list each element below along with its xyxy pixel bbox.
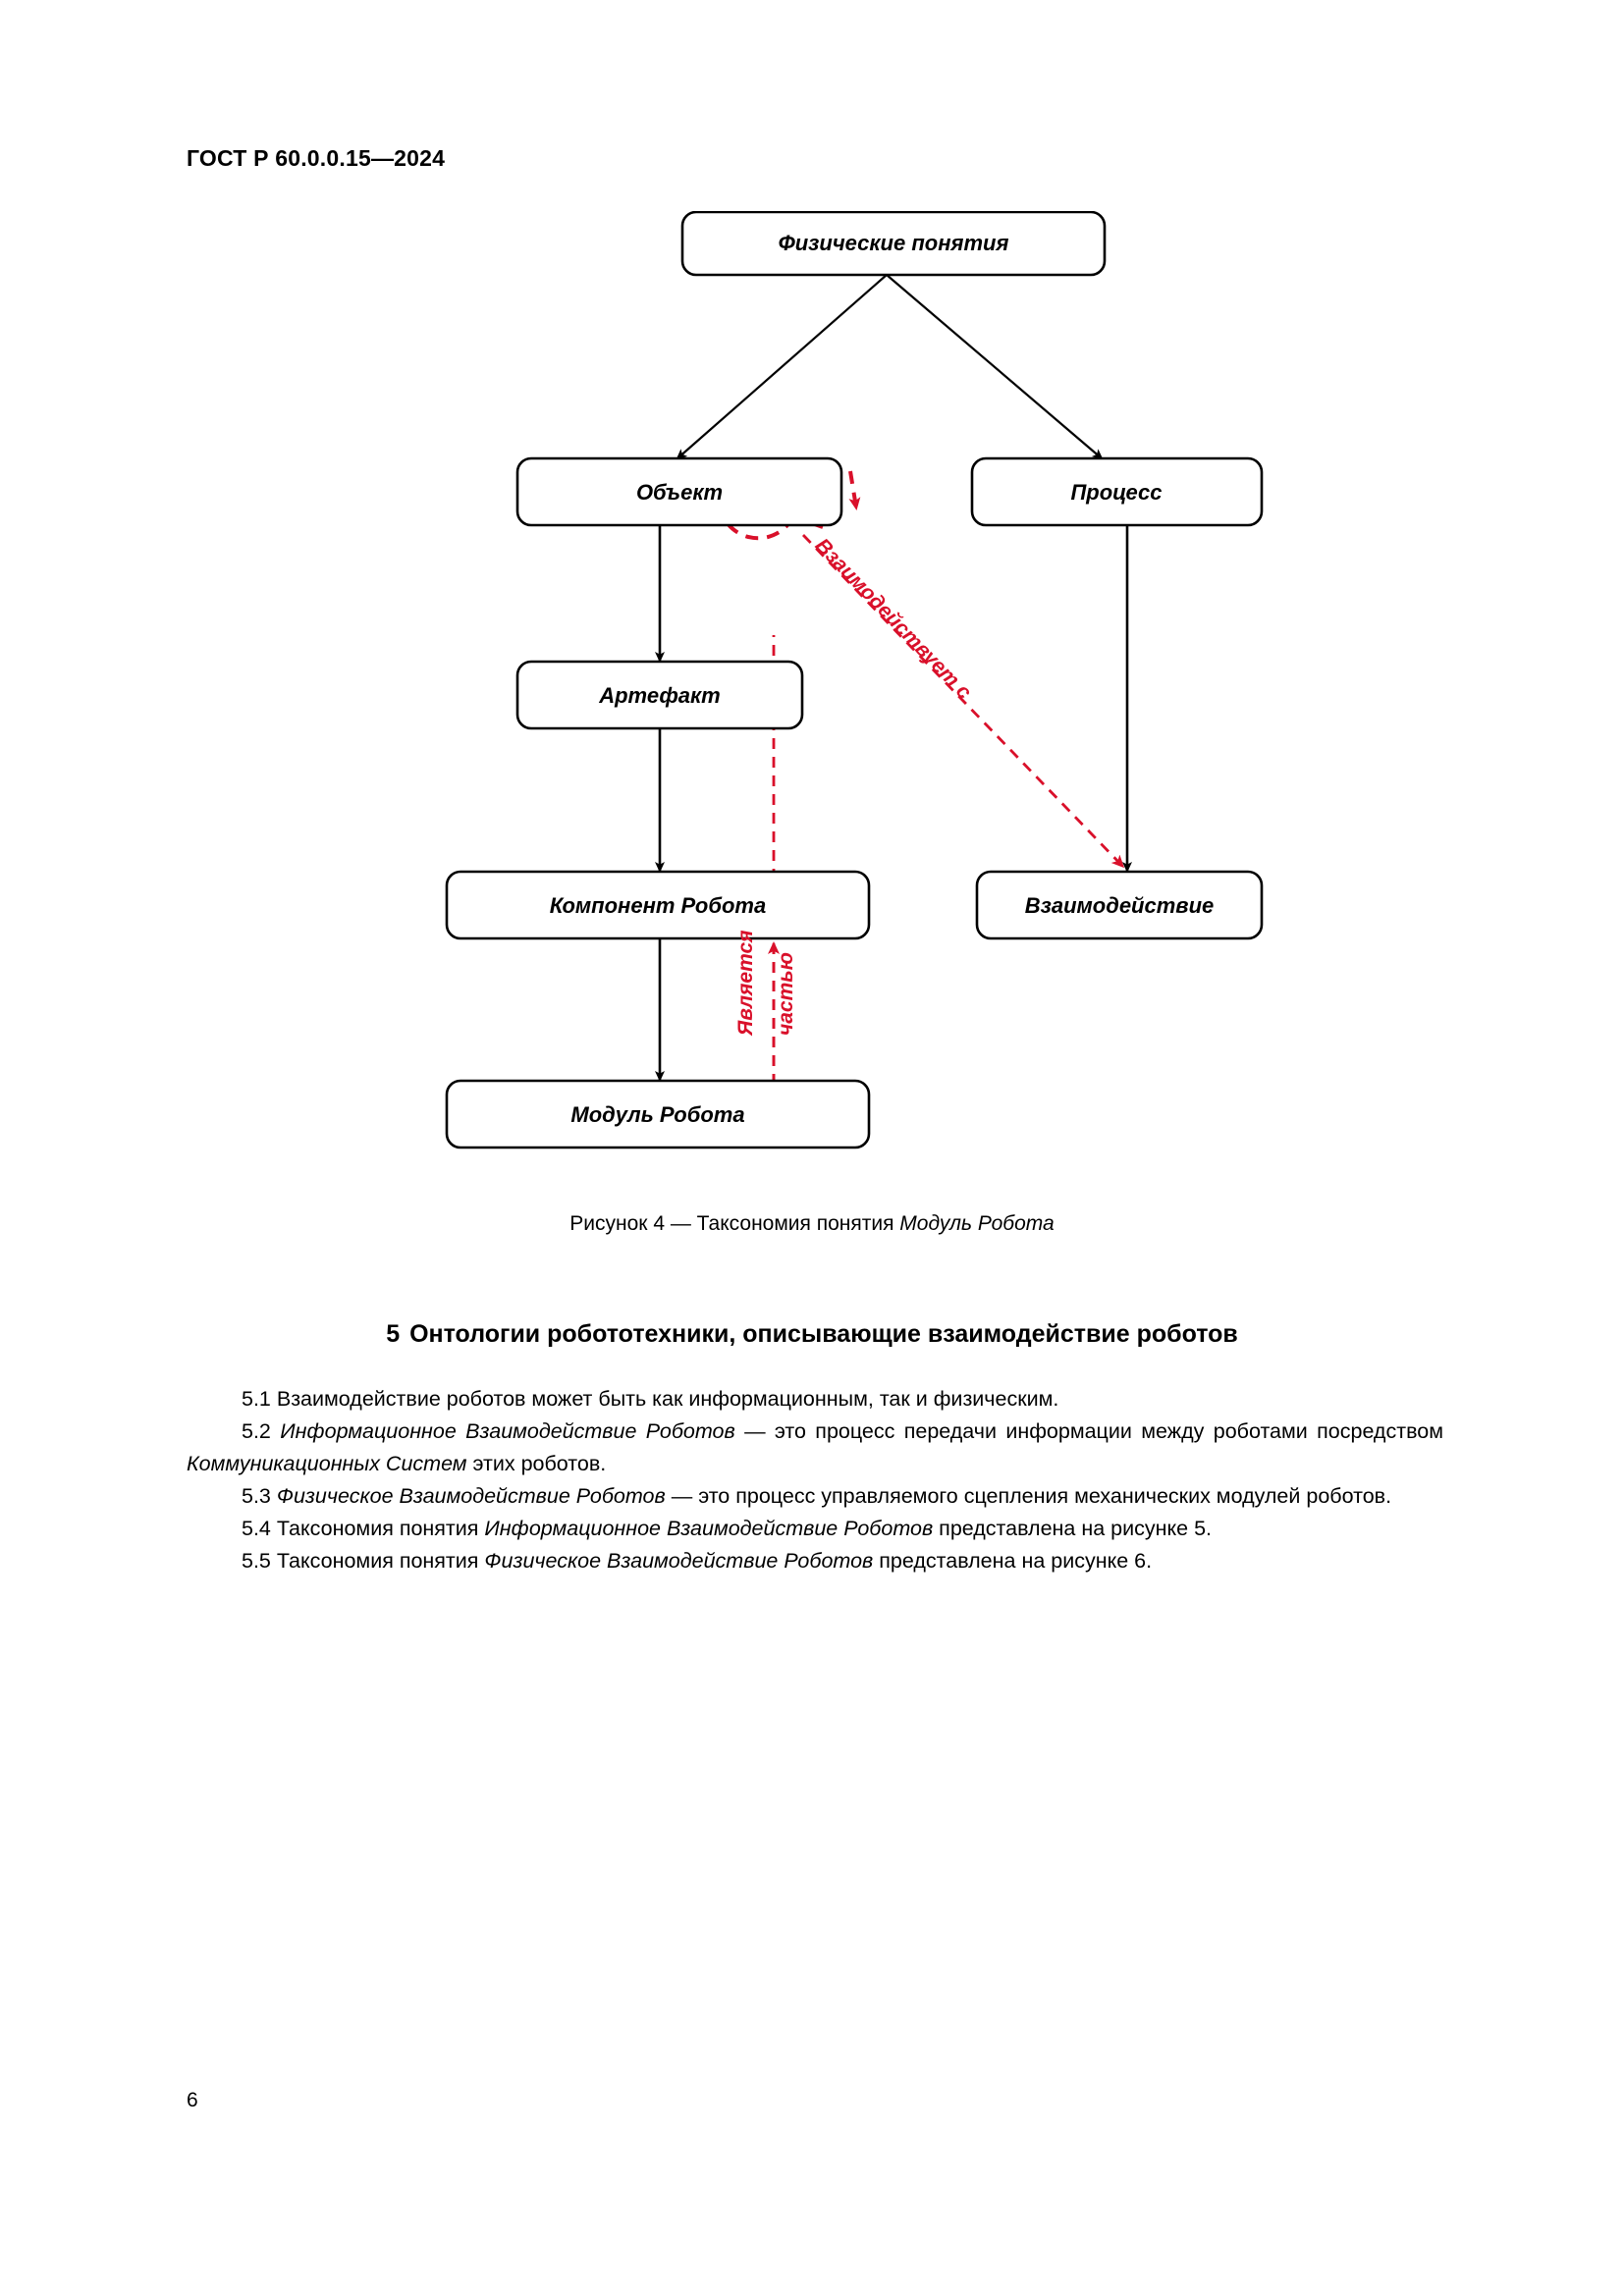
node-process-label: Процесс [1070, 480, 1162, 505]
edge-label-is-part-of-line2: частью [775, 952, 797, 1036]
paragraph-5-3-run-2: — это процесс управляемого сцепления мех… [665, 1484, 1392, 1508]
section-5-heading: 5 Онтологии робототехники, описывающие вз… [0, 1320, 1624, 1349]
paragraph-5-1: 5.1 Взаимодействие роботов может быть ка… [187, 1383, 1443, 1415]
node-object-box[interactable] [515, 456, 843, 527]
standard-number-header: ГОСТ Р 60.0.0.15—2024 [187, 145, 446, 171]
edge-label-is-part-of-line2-group: частью [775, 952, 797, 1036]
paragraph-5-3: 5.3 Физическое Взаимодействие Роботов — … [187, 1480, 1443, 1513]
paragraph-5-4: 5.4 Таксономия понятия Информационное Вз… [187, 1513, 1443, 1545]
node-physical-concepts-label: Физические понятия [779, 231, 1009, 255]
node-physical-concepts-box[interactable] [680, 211, 1107, 277]
paragraph-5-2-run-3: Коммуникационных Систем [187, 1452, 467, 1475]
paragraph-5-1-run-0: 5.1 Взаимодействие роботов может быть ка… [242, 1387, 1059, 1411]
node-interaction[interactable]: Взаимодействие [975, 870, 1264, 940]
paragraph-5-4-run-2: представлена на рисунке 5. [933, 1517, 1213, 1540]
edge-label-interacts-with-group: Взаимодействует с [811, 534, 976, 704]
edge-physical-to-process [886, 274, 1104, 460]
edge-physical-to-object [676, 274, 888, 460]
paragraph-5-4-run-0: 5.4 Таксономия понятия [242, 1517, 485, 1540]
edge-interacts-with [801, 534, 1125, 869]
section-5-body: 5.1 Взаимодействие роботов может быть ка… [187, 1383, 1443, 1577]
node-robot-module-box[interactable] [445, 1079, 871, 1149]
section-5-number: 5 [386, 1320, 401, 1348]
node-physical-concepts[interactable]: Физические понятия [680, 211, 1107, 277]
node-interaction-box[interactable] [975, 870, 1264, 940]
paragraph-5-2: 5.2 Информационное Взаимодействие Робото… [187, 1415, 1443, 1480]
figure-caption: Рисунок 4 — Таксономия понятия Модуль Ро… [0, 1212, 1624, 1236]
node-object-label: Объект [636, 480, 723, 505]
node-process-box[interactable] [970, 456, 1264, 527]
paragraph-5-2-run-4: этих роботов. [466, 1452, 607, 1475]
paragraph-5-3-run-0: 5.3 [242, 1484, 277, 1508]
edge-label-is-part-of-line1-group: Является [734, 930, 757, 1037]
node-object[interactable]: Объект [515, 456, 843, 527]
node-process[interactable]: Процесс [970, 456, 1264, 527]
edge-label-is-part-of-line1: Является [734, 930, 757, 1037]
figure-4-taxonomy-diagram: Физические понятия Объект Процесс Артефа… [0, 211, 1624, 1193]
section-5-title: Онтологии робототехники, описывающие вза… [409, 1320, 1238, 1348]
node-interaction-label: Взаимодействие [1025, 893, 1215, 918]
node-robot-module[interactable]: Модуль Робота [445, 1079, 871, 1149]
paragraph-5-5: 5.5 Таксономия понятия Физическое Взаимо… [187, 1545, 1443, 1577]
edge-label-interacts-with: Взаимодействует с [811, 534, 976, 704]
edge-object-self-loop-head [848, 470, 861, 510]
node-robot-component-box[interactable] [445, 870, 871, 940]
paragraph-5-3-run-1: Физическое Взаимодействие Роботов [276, 1484, 666, 1508]
figure-caption-prefix: Рисунок 4 — Таксономия понятия [569, 1212, 900, 1235]
paragraph-5-2-run-2: — это процесс передачи информации между … [734, 1419, 1443, 1443]
paragraph-5-5-run-1: Физическое Взаимодействие Роботов [484, 1549, 874, 1573]
paragraph-5-2-run-0: 5.2 [242, 1419, 281, 1443]
node-artifact-box[interactable] [515, 660, 804, 730]
paragraph-5-5-run-0: 5.5 Таксономия понятия [242, 1549, 485, 1573]
page-number: 6 [187, 2089, 198, 2111]
node-robot-component[interactable]: Компонент Робота [445, 870, 871, 940]
node-robot-component-label: Компонент Робота [550, 893, 766, 918]
node-artifact[interactable]: Артефакт [515, 660, 804, 730]
node-robot-module-label: Модуль Робота [570, 1102, 744, 1127]
paragraph-5-2-run-1: Информационное Взаимодействие Роботов [280, 1419, 735, 1443]
node-artifact-label: Артефакт [598, 683, 721, 708]
paragraph-5-4-run-1: Информационное Взаимодействие Роботов [484, 1517, 934, 1540]
paragraph-5-5-run-2: представлена на рисунке 6. [873, 1549, 1153, 1573]
figure-caption-term: Модуль Робота [899, 1212, 1055, 1235]
